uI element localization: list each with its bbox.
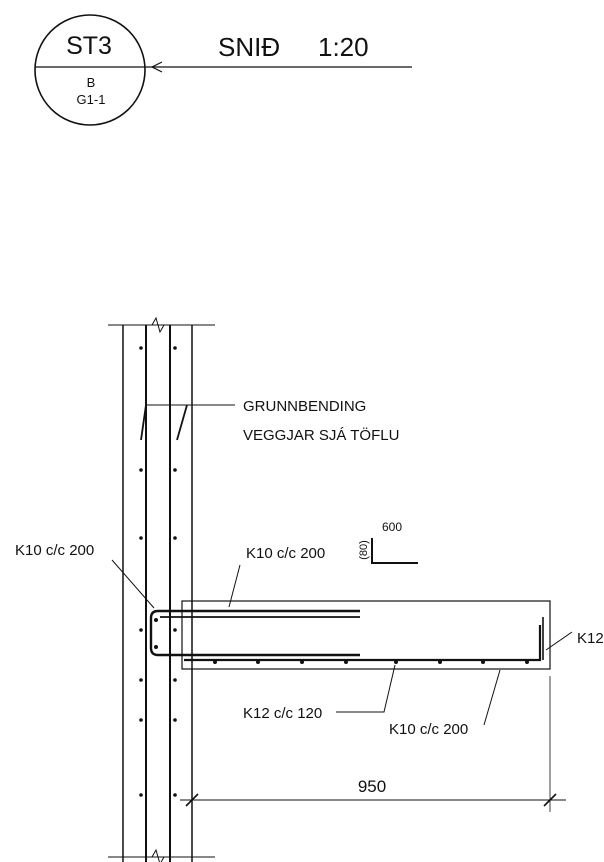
stirrup-callout-label: K10 c/c 200 [389, 721, 468, 738]
wall-bar-dot [173, 718, 177, 722]
slab-bar-dot [525, 660, 529, 664]
dimension-tick-right [543, 793, 557, 807]
wall-rebar-note-line1: GRUNNBENDING [243, 398, 366, 415]
wall-bar-dot [173, 628, 177, 632]
stirrup-leader [483, 669, 501, 726]
slab-bar-dot [213, 660, 217, 664]
wall-bar-dot [173, 678, 177, 682]
wall-bar-dot [173, 793, 177, 797]
wall [108, 316, 215, 862]
bar-shape-detail: 600 (80) [358, 520, 418, 564]
wall-bar-dot [139, 536, 143, 540]
slab-outline [181, 600, 551, 670]
slab-bar-dot [154, 645, 158, 649]
right-callout-leader [545, 631, 573, 651]
dimension-950: 950 [180, 676, 566, 812]
leaders [111, 404, 573, 726]
slab-bottom-bar [184, 625, 542, 662]
section-title: SNIÐ [218, 32, 280, 62]
left-callout-leader [111, 559, 155, 609]
bar-shape-length: 600 [382, 520, 402, 534]
section-marker-circle [34, 14, 146, 126]
wall-bar-dot [139, 718, 143, 722]
wall-bar-dot [139, 346, 143, 350]
wall-bar-dot [139, 468, 143, 472]
bar-shape-symbol [371, 538, 418, 564]
section-marker: ST3 B G1-1 SNIÐ 1:20 [34, 14, 412, 126]
dimension-value: 950 [358, 777, 386, 796]
right-callout-label: K12 [577, 630, 604, 647]
wall-starter-bar-left [140, 404, 147, 441]
section-sheet: B [87, 75, 96, 90]
dimension-tick-left [185, 793, 199, 807]
section-leader-arrow [150, 61, 163, 73]
section-id: ST3 [66, 32, 112, 60]
section-scale: 1:20 [318, 32, 369, 62]
top-bar-callout-label: K10 c/c 200 [246, 545, 325, 562]
left-callout-label: K10 c/c 200 [15, 542, 94, 559]
section-detail: G1-1 [77, 92, 106, 107]
slab-bar-dot [300, 660, 304, 664]
top-bar-leader [228, 564, 241, 608]
slab [149, 600, 551, 670]
slab-u-bar [149, 609, 360, 657]
wall-bar-dot [173, 536, 177, 540]
wall-bar-dot [139, 793, 143, 797]
slab-bar-dot [256, 660, 260, 664]
bottom-bar-callout-label: K12 c/c 120 [243, 705, 322, 722]
slab-bar-dot [438, 660, 442, 664]
wall-bar-dot [139, 628, 143, 632]
break-symbol-bottom [151, 848, 165, 862]
wall-bar-dot [173, 468, 177, 472]
wall-rebar-note-line2: VEGGJAR SJÁ TÖFLU [243, 426, 399, 444]
wall-bar-dot [173, 346, 177, 350]
slab-bar-dot [344, 660, 348, 664]
bar-shape-leg: (80) [358, 540, 370, 560]
bottom-bar-leader [336, 664, 396, 713]
slab-bar-dots [154, 618, 529, 664]
wall-bar-dots [139, 346, 177, 797]
slab-bar-dot [394, 660, 398, 664]
break-symbol-top [151, 316, 165, 334]
slab-bar-dot [154, 618, 158, 622]
wall-bar-dot [139, 678, 143, 682]
wall-starter-bar-right [176, 404, 188, 441]
slab-bar-dot [481, 660, 485, 664]
